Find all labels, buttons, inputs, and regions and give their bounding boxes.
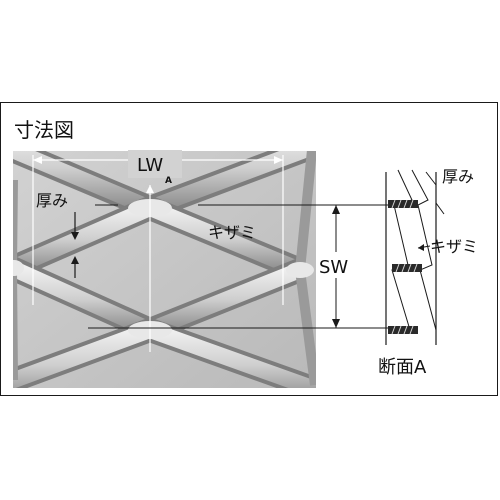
lw-subscript: A <box>165 176 172 186</box>
arrow-head <box>418 244 424 251</box>
section-strip <box>392 264 422 272</box>
diagram-title: 寸法図 <box>14 118 74 142</box>
arrow-head <box>274 156 283 164</box>
thickness-label-right: 厚み <box>442 167 474 186</box>
section-a-drawing <box>385 169 437 345</box>
section-strip <box>388 200 418 208</box>
thickness-label-left: 厚み <box>36 191 68 210</box>
kizami-label-mesh: キザミ <box>208 223 256 242</box>
sw-label-backdrop <box>318 252 356 278</box>
section-profile <box>411 169 437 331</box>
kizami-label-section: キザミ <box>430 237 478 256</box>
arrow-head <box>33 156 42 164</box>
arrow-head <box>332 319 340 328</box>
section-serrations <box>391 199 418 335</box>
section-profile <box>391 169 413 331</box>
arrow-head <box>71 256 79 264</box>
lw-label: LW <box>137 155 163 176</box>
lw-label-backdrop <box>128 150 182 178</box>
section-strip <box>388 326 418 334</box>
sw-label: SW <box>319 257 348 278</box>
section-label: 断面A <box>378 357 427 378</box>
arrow-head <box>71 232 79 240</box>
mesh-bond <box>13 260 24 276</box>
thickness-arrow <box>425 171 437 186</box>
thickness-arrow <box>435 202 445 215</box>
arrow-head <box>146 185 154 193</box>
mesh-strand <box>13 180 18 380</box>
mesh-bond <box>286 262 314 278</box>
arrow-head <box>332 205 340 214</box>
